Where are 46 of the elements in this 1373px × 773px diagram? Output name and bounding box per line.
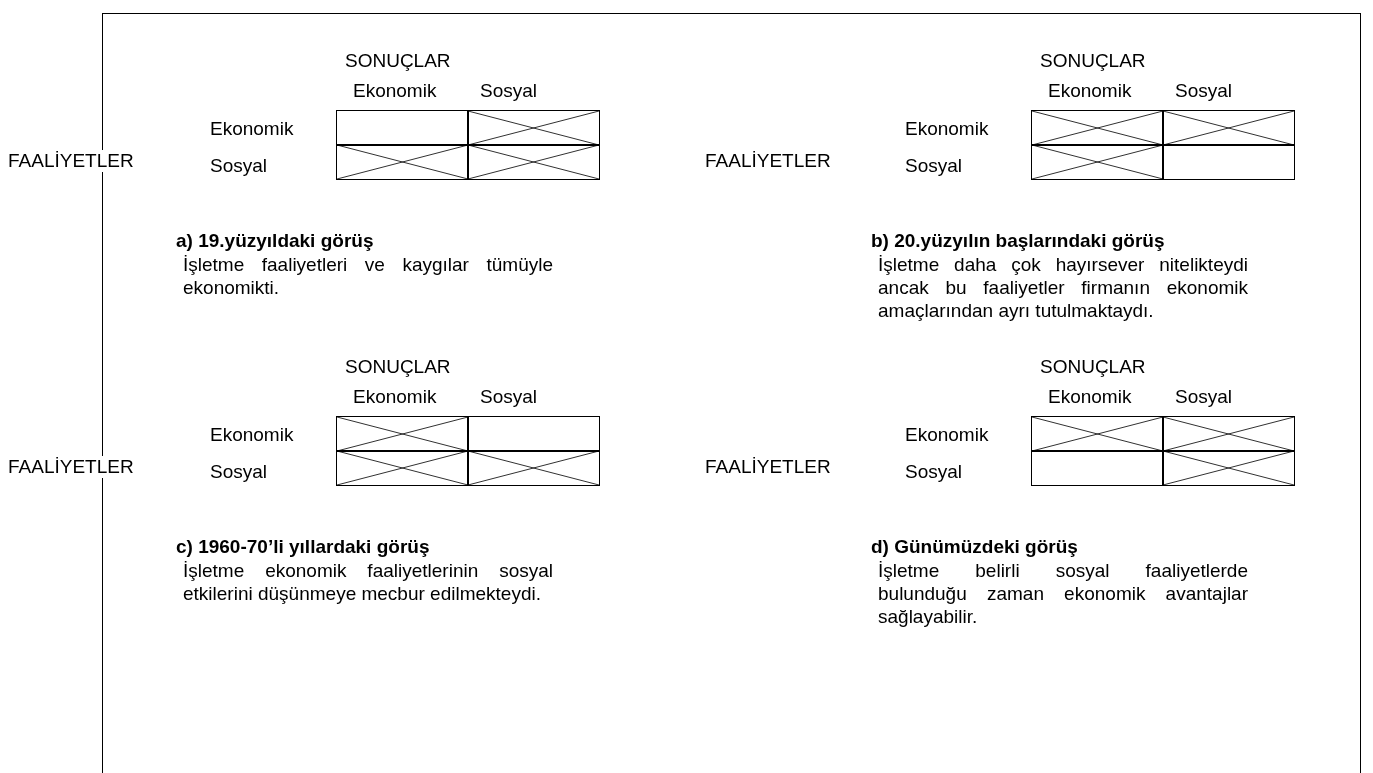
crossed-cell bbox=[1162, 110, 1295, 146]
column-header: Sosyal bbox=[480, 386, 538, 408]
crossed-cell bbox=[467, 144, 600, 180]
axis-title: SONUÇLAR bbox=[1040, 50, 1146, 72]
empty-cell bbox=[467, 416, 600, 452]
description: İşletme belirli sosyal faaliyetlerde bulunduğu zaman ekonomik avantajlar sağlayabilir. bbox=[878, 559, 1248, 628]
column-header: Sosyal bbox=[480, 80, 538, 102]
description: İşletme faaliyetleri ve kaygılar tümüyle ekonomikti. bbox=[183, 253, 553, 299]
column-header: Sosyal bbox=[1175, 80, 1233, 102]
crossed-cell bbox=[1162, 450, 1295, 486]
crossed-cell bbox=[467, 450, 600, 486]
row-header: Ekonomik bbox=[210, 118, 294, 140]
row-header: Sosyal bbox=[905, 155, 963, 177]
crossed-cell bbox=[336, 144, 469, 180]
panel-title: c) 1960-70’li yıllardaki görüş bbox=[176, 536, 430, 558]
row-header: Ekonomik bbox=[905, 118, 989, 140]
empty-cell bbox=[1162, 144, 1295, 180]
description: İşletme ekonomik faaliyetlerinin sosyal etkilerini düşünmeye mecbur edilmekteydi. bbox=[183, 559, 553, 605]
row-header: Sosyal bbox=[905, 461, 963, 483]
crossed-cell bbox=[467, 110, 600, 146]
axis-title: SONUÇLAR bbox=[345, 356, 451, 378]
crossed-cell bbox=[1162, 416, 1295, 452]
axis-title: FAALİYETLER bbox=[8, 150, 134, 172]
crossed-cell bbox=[336, 450, 469, 486]
axis-title: SONUÇLAR bbox=[1040, 356, 1146, 378]
panel-title: d) Günümüzdeki görüş bbox=[871, 536, 1078, 558]
row-header: Ekonomik bbox=[905, 424, 989, 446]
column-header: Ekonomik bbox=[1048, 80, 1132, 102]
axis-title: SONUÇLAR bbox=[345, 50, 451, 72]
empty-cell bbox=[1031, 450, 1164, 486]
column-header: Ekonomik bbox=[1048, 386, 1132, 408]
crossed-cell bbox=[1031, 110, 1164, 146]
row-header: Ekonomik bbox=[210, 424, 294, 446]
axis-title: FAALİYETLER bbox=[8, 456, 134, 478]
panel-title: a) 19.yüzyıldaki görüş bbox=[176, 230, 374, 252]
crossed-cell bbox=[1031, 416, 1164, 452]
description: İşletme daha çok hayırsever nitelikteydi ancak bu faaliyetler firmanın ekonomik amaçlarından ayrı tutulmaktaydı. bbox=[878, 253, 1248, 322]
empty-cell bbox=[336, 110, 469, 146]
crossed-cell bbox=[336, 416, 469, 452]
panel-title: b) 20.yüzyılın başlarındaki görüş bbox=[871, 230, 1165, 252]
row-header: Sosyal bbox=[210, 155, 268, 177]
column-header: Ekonomik bbox=[353, 80, 437, 102]
column-header: Ekonomik bbox=[353, 386, 437, 408]
crossed-cell bbox=[1031, 144, 1164, 180]
row-header: Sosyal bbox=[210, 461, 268, 483]
column-header: Sosyal bbox=[1175, 386, 1233, 408]
